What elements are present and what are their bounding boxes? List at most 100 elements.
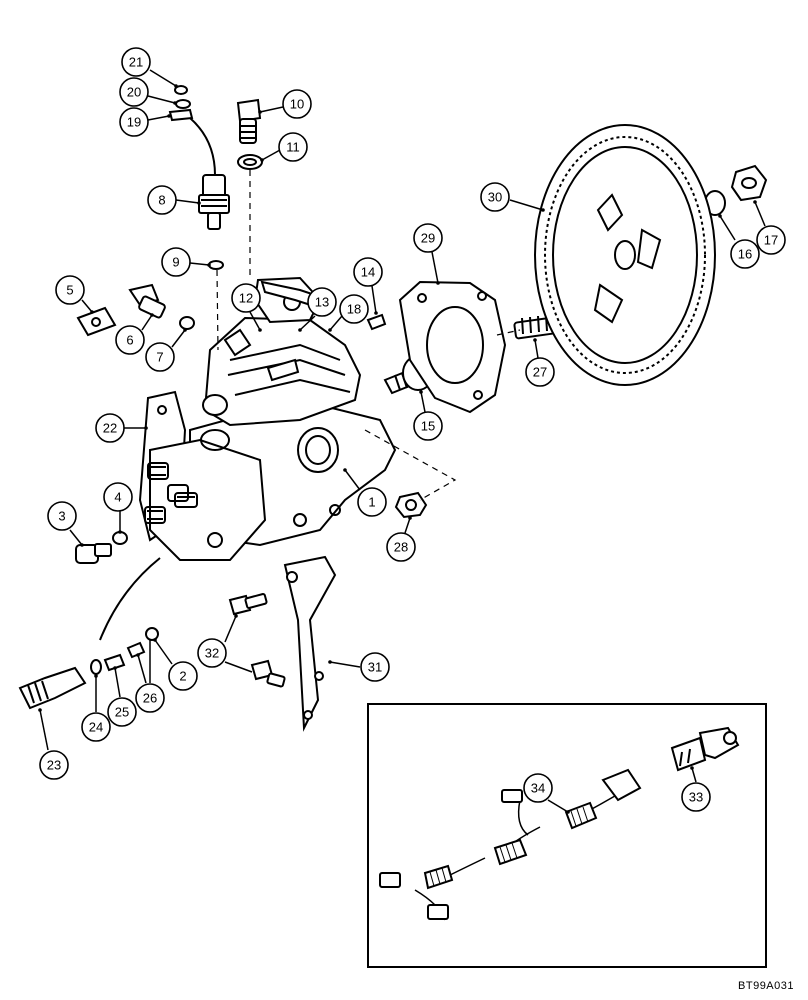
leader-arrow-24 (94, 674, 98, 678)
leader-arrow-16 (718, 214, 722, 218)
callout-number: 16 (738, 247, 752, 262)
drive-gear (534, 124, 716, 386)
callout-number: 6 (126, 333, 133, 348)
leader-arrow-2 (153, 638, 157, 642)
callout-circle (480, 182, 510, 212)
leader-line-10 (259, 106, 284, 113)
leader-arrow-30 (541, 208, 545, 212)
leader-line-21 (149, 69, 177, 87)
leader-arrow-8 (197, 201, 201, 205)
leader-line-1 (344, 469, 361, 491)
leader-arrow-7 (183, 328, 187, 332)
leader-line-23 (39, 709, 49, 751)
support-plate (228, 555, 337, 732)
callout-12: 12 (231, 283, 261, 313)
leader-arrow-12 (258, 328, 262, 332)
leader-line-26 (137, 654, 147, 684)
callout-circle (413, 411, 443, 441)
callout-circle (115, 325, 145, 355)
callout-33: 33 (681, 782, 711, 812)
leader-line-29 (431, 251, 439, 284)
callout-number: 8 (158, 193, 165, 208)
callout-number: 18 (347, 302, 361, 317)
leader-line-30 (509, 199, 544, 211)
leader-arrow-13 (298, 328, 302, 332)
callout-1: 1 (357, 487, 387, 517)
callout-2: 2 (168, 661, 198, 691)
leader-line-17 (754, 201, 766, 227)
leader-arrow-11 (260, 158, 264, 162)
leader-arrow-10 (258, 110, 262, 114)
callout-number: 23 (47, 758, 61, 773)
leader-line-13 (299, 315, 316, 331)
callout-27: 27 (525, 357, 555, 387)
callout-number: 14 (361, 265, 375, 280)
leader-line-28 (404, 517, 411, 534)
callout-28: 28 (386, 532, 416, 562)
leader-line-25 (114, 667, 121, 698)
leader-arrow-6 (150, 313, 154, 317)
callout-circle (161, 247, 191, 277)
callout-number: 29 (421, 231, 435, 246)
callout-circle (147, 185, 177, 215)
leader-line-5 (81, 299, 93, 313)
callout-22: 22 (95, 413, 125, 443)
callout-circle (121, 47, 151, 77)
leader-arrow-32 (234, 614, 238, 618)
leader-line-31 (329, 661, 361, 668)
callout-14: 14 (353, 257, 383, 287)
small-parts (75, 85, 768, 564)
leader-line-7 (171, 329, 186, 348)
callout-25: 25 (107, 697, 137, 727)
leader-arrow-31 (328, 660, 332, 664)
leader-line-2 (154, 639, 173, 665)
callout-circle (47, 501, 77, 531)
callout-30: 30 (480, 182, 510, 212)
callout-circle (523, 773, 553, 803)
leader-line-6 (141, 314, 153, 331)
callout-4: 4 (103, 482, 133, 512)
callout-6: 6 (115, 325, 145, 355)
callout-19: 19 (119, 107, 149, 137)
leader-arrow-27 (533, 338, 537, 342)
callout-number: 28 (394, 540, 408, 555)
callout-7: 7 (145, 342, 175, 372)
callout-number: 26 (143, 691, 157, 706)
callout-number: 10 (290, 97, 304, 112)
callout-24: 24 (81, 712, 111, 742)
leader-line-8 (175, 199, 200, 204)
leader-line-32 (224, 661, 253, 673)
inset-harness-box (367, 703, 767, 968)
callout-circle (307, 287, 337, 317)
leader-line-19 (147, 115, 170, 121)
leader-arrow-18 (328, 328, 332, 332)
dashed-guide-lines (216, 170, 521, 501)
leader-line-16 (719, 215, 736, 241)
callout-circle (39, 750, 69, 780)
callout-number: 7 (156, 350, 163, 365)
leader-arrow-26 (136, 653, 140, 657)
leader-line-3 (69, 529, 83, 546)
callout-circle (756, 225, 786, 255)
leader-arrow-25 (113, 666, 117, 670)
gasket (398, 280, 507, 414)
callout-15: 15 (413, 411, 443, 441)
callout-31: 31 (360, 652, 390, 682)
callout-number: 4 (114, 490, 121, 505)
callout-circle (119, 77, 149, 107)
callout-number: 22 (103, 421, 117, 436)
callout-number: 20 (127, 85, 141, 100)
leader-arrow-9 (207, 263, 211, 267)
leader-arrow-19 (167, 114, 171, 118)
leader-arrow-22 (144, 426, 148, 430)
callout-13: 13 (307, 287, 337, 317)
callout-number: 21 (129, 55, 143, 70)
callout-18: 18 (339, 294, 369, 324)
callout-number: 12 (239, 291, 253, 306)
callout-number: 11 (286, 140, 300, 155)
leader-line-32 (224, 615, 237, 643)
callout-circle (145, 342, 175, 372)
callout-5: 5 (55, 275, 85, 305)
leader-arrow-17 (753, 200, 757, 204)
leader-arrow-5 (90, 310, 94, 314)
